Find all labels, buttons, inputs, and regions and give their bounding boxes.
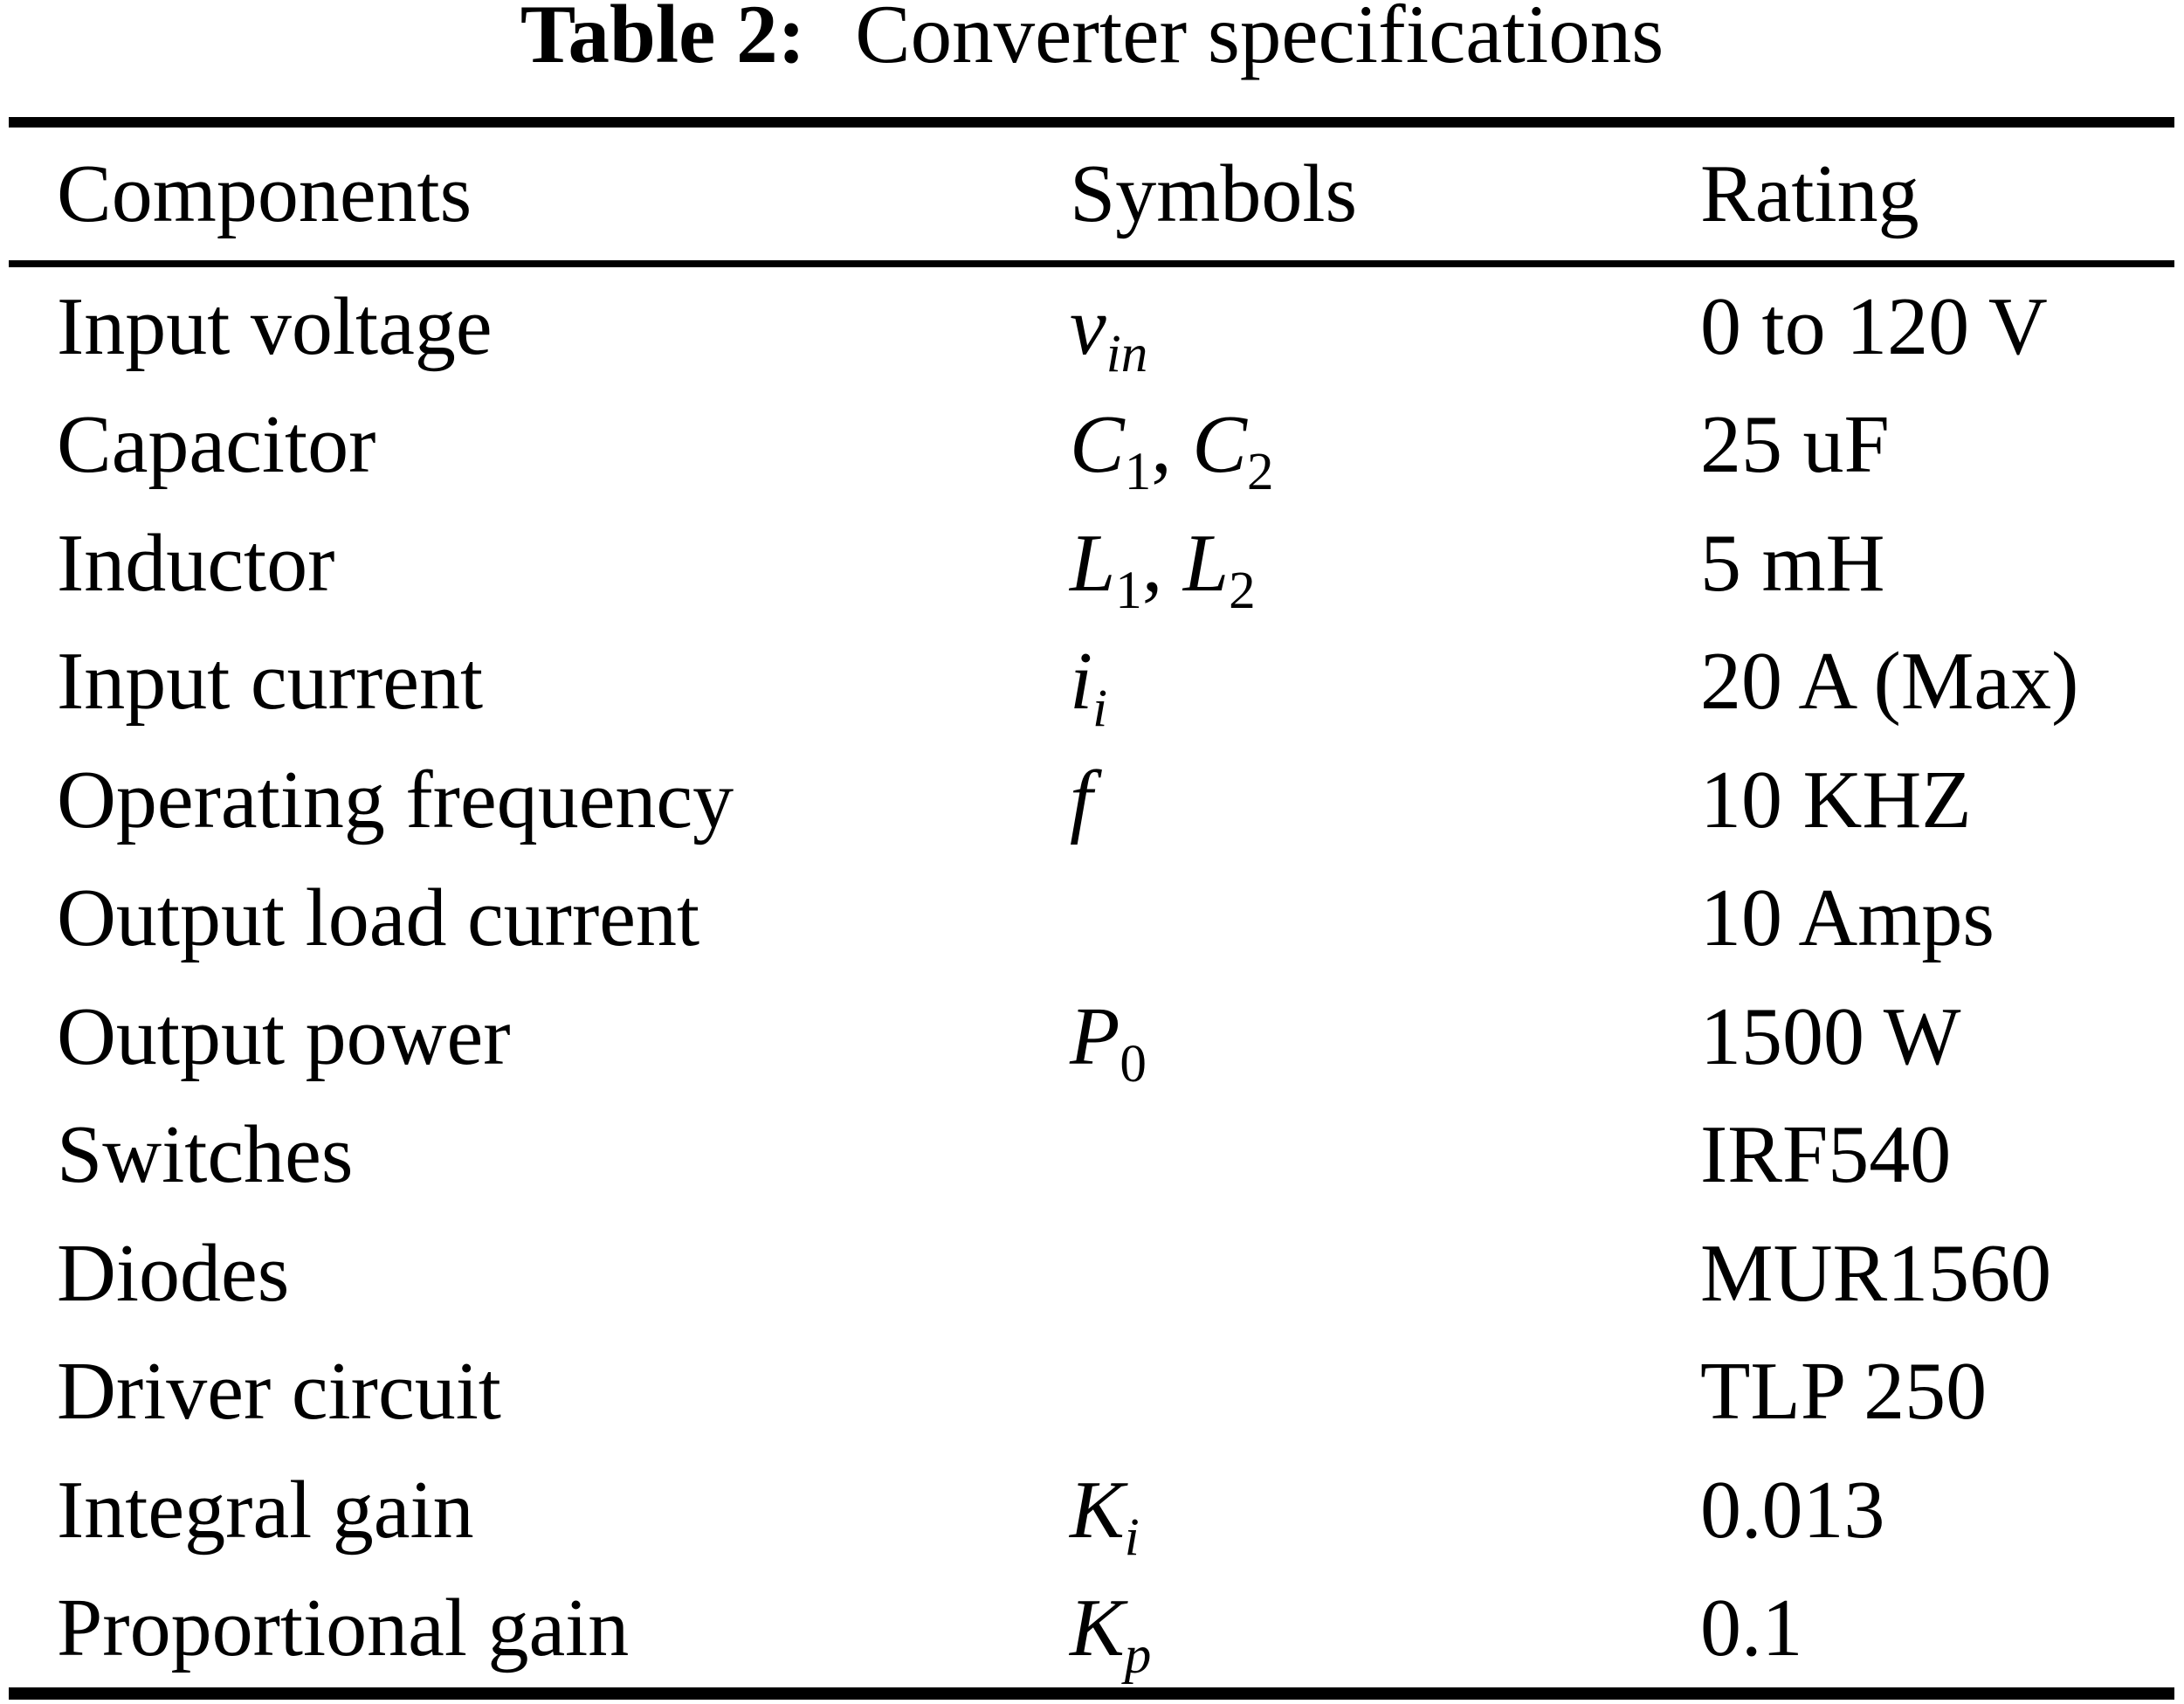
table-header: Components Symbols Rating <box>9 128 2174 267</box>
component-cell: Inductor <box>57 517 335 609</box>
rating-cell: 0.013 <box>1700 1464 1885 1556</box>
symbol-segment: 1 <box>1124 443 1152 502</box>
table-row: Integral gain Ki 0.013 <box>9 1451 2174 1569</box>
table-row: Proportional gain Kp 0.1 <box>9 1569 2174 1688</box>
table-title-text: Converter specifications <box>855 0 1664 80</box>
symbol-segment: v <box>1070 280 1106 372</box>
symbol-segment: f <box>1070 754 1093 845</box>
rating-cell: TLP 250 <box>1700 1346 1988 1438</box>
table-row: Output power P0 1500 W <box>9 977 2174 1096</box>
symbol-segment: K <box>1070 1464 1125 1556</box>
column-header-rating: Rating <box>1700 148 1919 239</box>
symbol-segment: , <box>1141 517 1183 609</box>
table-row: Output load current 10 Amps <box>9 859 2174 978</box>
symbol-segment: i <box>1124 1507 1140 1567</box>
symbol-cell: L1, L2 <box>1070 522 1256 617</box>
column-header-symbols: Symbols <box>1070 148 1358 239</box>
symbol-segment: L <box>1182 517 1230 609</box>
table-title-label: Table 2: <box>520 0 806 80</box>
symbol-segment: 2 <box>1246 443 1274 502</box>
component-cell: Capacitor <box>57 399 376 491</box>
symbol-cell: Kp <box>1070 1587 1151 1682</box>
table-row: Diodes MUR1560 <box>9 1214 2174 1333</box>
rating-cell: 10 Amps <box>1700 873 1995 964</box>
symbol-segment: p <box>1124 1626 1152 1686</box>
symbol-cell: vin <box>1070 286 1147 381</box>
table-row: Input voltage vin 0 to 120 V <box>9 267 2174 386</box>
rating-cell: 25 uF <box>1700 399 1890 491</box>
table-row: Driver circuit TLP 250 <box>9 1333 2174 1452</box>
symbol-cell: P0 <box>1070 996 1147 1091</box>
symbol-segment: K <box>1070 1583 1125 1674</box>
symbol-segment: P <box>1070 990 1120 1082</box>
symbol-cell: Ki <box>1070 1469 1140 1564</box>
symbol-segment: 1 <box>1115 561 1142 620</box>
column-header-components: Components <box>57 148 472 239</box>
converter-spec-table: Components Symbols Rating Input voltage v… <box>9 117 2174 1700</box>
symbol-segment: C <box>1192 399 1247 491</box>
table-row: Switches IRF540 <box>9 1096 2174 1215</box>
symbol-segment: i <box>1070 636 1093 728</box>
component-cell: Input current <box>57 636 484 728</box>
component-cell: Input voltage <box>57 280 493 372</box>
component-cell: Diodes <box>57 1227 290 1319</box>
rating-cell: IRF540 <box>1700 1109 1952 1201</box>
component-cell: Proportional gain <box>57 1583 630 1674</box>
table-title: Table 2:Converter specifications <box>0 0 2184 76</box>
symbol-segment: C <box>1070 399 1125 491</box>
rating-cell: 0.1 <box>1700 1583 1803 1674</box>
component-cell: Output load current <box>57 873 700 964</box>
rating-cell: 1500 W <box>1700 990 1961 1082</box>
component-cell: Driver circuit <box>57 1346 501 1438</box>
symbol-cell: f <box>1070 759 1092 841</box>
symbol-segment: 2 <box>1229 561 1256 620</box>
table-row: Operating frequency f 10 KHZ <box>9 741 2174 859</box>
symbol-segment: , <box>1151 399 1193 491</box>
rating-cell: 5 mH <box>1700 517 1885 609</box>
rating-cell: 10 KHZ <box>1700 754 1972 845</box>
component-cell: Operating frequency <box>57 754 734 845</box>
table-row: Input current ii 20 A (Max) <box>9 623 2174 742</box>
rating-cell: MUR1560 <box>1700 1227 2052 1319</box>
symbol-segment: 0 <box>1120 1034 1147 1093</box>
symbol-segment: i <box>1092 680 1108 739</box>
component-cell: Switches <box>57 1109 354 1201</box>
symbol-cell: ii <box>1070 640 1107 735</box>
rating-cell: 0 to 120 V <box>1700 280 2048 372</box>
component-cell: Integral gain <box>57 1464 474 1556</box>
symbol-segment: L <box>1070 517 1116 609</box>
symbol-cell: C1, C2 <box>1070 404 1274 499</box>
component-cell: Output power <box>57 990 511 1082</box>
rating-cell: 20 A (Max) <box>1700 636 2079 728</box>
symbol-segment: in <box>1106 324 1148 383</box>
